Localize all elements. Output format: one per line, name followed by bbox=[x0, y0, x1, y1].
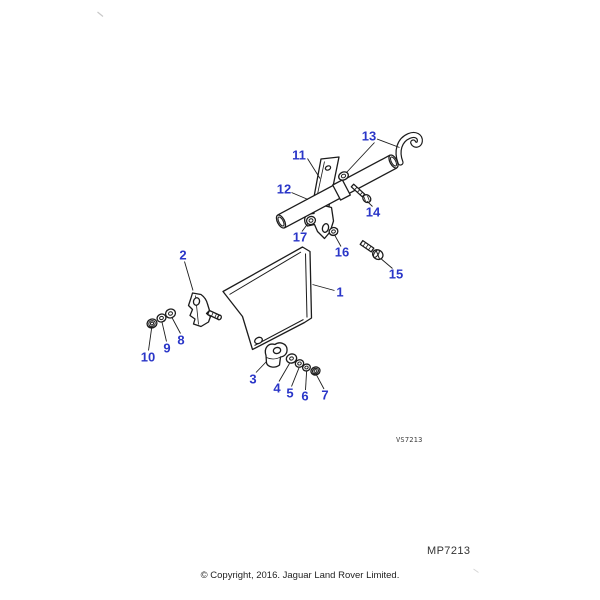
part-5-washer bbox=[294, 359, 305, 368]
registration-mark-top bbox=[97, 11, 104, 17]
callout-1: 1 bbox=[336, 285, 343, 300]
part-10-nut bbox=[146, 318, 158, 329]
callout-8: 8 bbox=[177, 333, 184, 348]
part-4-bushing bbox=[285, 353, 298, 364]
part-9-washer bbox=[156, 313, 167, 323]
drawing-code: VS7213 bbox=[396, 436, 423, 444]
part-14-bolt bbox=[350, 183, 372, 204]
callout-6: 6 bbox=[301, 389, 308, 404]
callout-14: 14 bbox=[366, 205, 381, 220]
part-7-nut bbox=[310, 366, 321, 376]
callout-3: 3 bbox=[249, 372, 256, 387]
callout-4: 4 bbox=[273, 381, 281, 396]
callout-11: 11 bbox=[292, 148, 306, 163]
part-2-bracket bbox=[187, 292, 222, 328]
figure-number: MP7213 bbox=[427, 545, 471, 557]
part-6-washer bbox=[301, 363, 312, 372]
part-13-clip bbox=[395, 131, 423, 166]
callout-13: 13 bbox=[362, 129, 376, 144]
part-17-washer bbox=[305, 215, 317, 226]
callout-numbers: 1 2 3 4 5 6 7 8 9 10 11 12 13 14 15 16 1… bbox=[141, 129, 403, 404]
registration-mark-bottom bbox=[473, 568, 479, 573]
callout-15: 15 bbox=[389, 267, 403, 282]
callout-12: 12 bbox=[277, 182, 291, 197]
callout-16: 16 bbox=[335, 245, 349, 260]
copyright-text: © Copyright, 2016. Jaguar Land Rover Lim… bbox=[200, 570, 400, 581]
callout-5: 5 bbox=[286, 386, 293, 401]
callout-7: 7 bbox=[321, 388, 328, 403]
callout-17: 17 bbox=[293, 230, 307, 245]
part-15-bolt bbox=[359, 239, 384, 261]
callout-9: 9 bbox=[163, 341, 170, 356]
callout-leader-lines bbox=[148, 138, 400, 391]
part-3-clevis bbox=[264, 342, 288, 368]
part-13-clamp bbox=[332, 171, 351, 201]
part-16-nut bbox=[328, 226, 339, 237]
part-1-mounting-plate bbox=[222, 246, 313, 351]
callout-2: 2 bbox=[179, 248, 186, 263]
callout-10: 10 bbox=[141, 350, 155, 365]
